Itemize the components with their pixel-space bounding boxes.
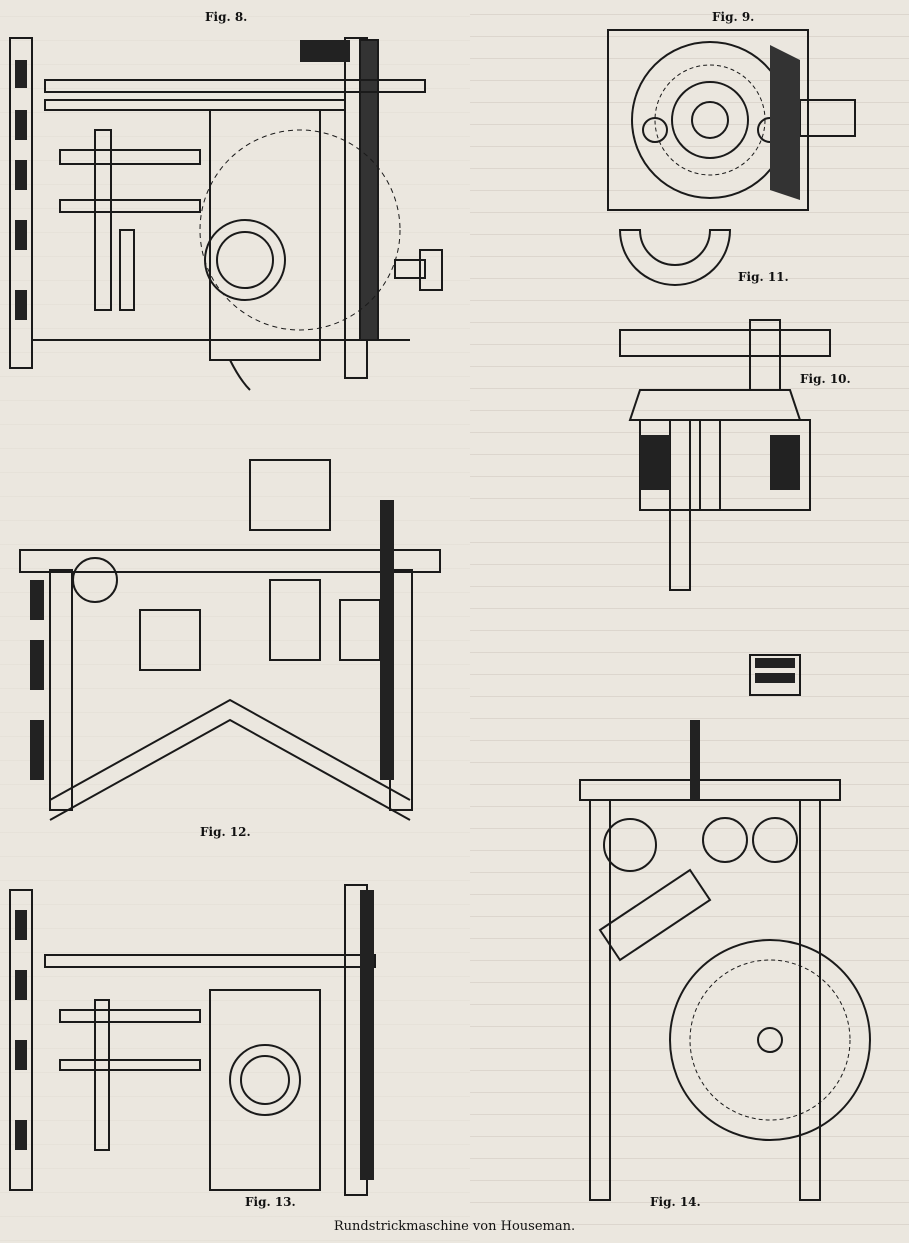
- figure-9-label: Fig. 9.: [712, 10, 755, 24]
- figure-8: Fig. 8.: [0, 0, 460, 400]
- figure-11: Fig. 11.: [600, 225, 820, 315]
- figure-13-label: Fig. 13.: [245, 1195, 296, 1209]
- figure-14-label: Fig. 14.: [650, 1195, 701, 1209]
- figure-8-drawing: [9, 37, 443, 391]
- figure-12-drawing: [19, 459, 441, 821]
- figure-14-drawing: [579, 654, 871, 1201]
- figure-8-label: Fig. 8.: [205, 10, 248, 24]
- figure-11-drawing: [618, 229, 732, 286]
- figure-11-label: Fig. 11.: [738, 270, 789, 284]
- page-caption: Rundstrickmaschine von Houseman.: [333, 1219, 576, 1234]
- background-text-right: [470, 0, 909, 1243]
- figure-10-label: Fig. 10.: [800, 372, 851, 386]
- figure-9: Fig. 9.: [600, 0, 860, 230]
- figure-9-drawing: [607, 29, 856, 211]
- figure-12: Fig. 12.: [0, 440, 460, 860]
- figure-14: Fig. 14.: [540, 640, 880, 1215]
- figure-13: Fig. 13.: [0, 880, 460, 1220]
- figure-10: Fig. 10.: [600, 300, 860, 600]
- figure-13-drawing: [9, 884, 376, 1196]
- figure-10-drawing: [619, 319, 831, 591]
- figure-12-label: Fig. 12.: [200, 825, 251, 839]
